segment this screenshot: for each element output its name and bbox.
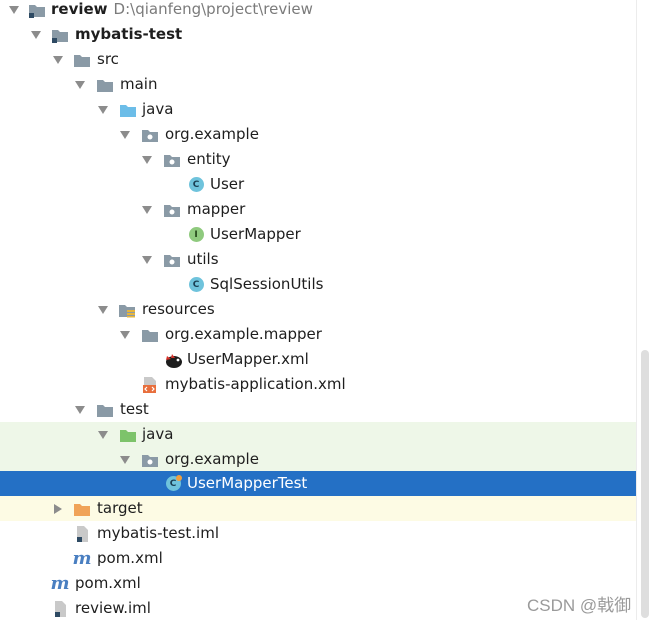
tree-row-label: main (120, 75, 158, 93)
watermark: CSDN @戟御 (527, 596, 632, 615)
iml-file-icon (73, 525, 91, 543)
tree-row-label: org.example.mapper (165, 325, 322, 343)
tree-row-root-pom-xml[interactable]: m pom.xml (0, 571, 636, 596)
expand-arrow-icon[interactable] (96, 428, 110, 442)
tree-row-label: pom.xml (75, 574, 141, 592)
tree-row-mybatis-test[interactable]: mybatis-test (0, 22, 636, 47)
source-folder-icon (119, 101, 137, 119)
folder-icon (141, 326, 159, 344)
expand-arrow-icon[interactable] (140, 253, 154, 267)
tree-row-label: SqlSessionUtils (210, 275, 324, 293)
expand-arrow-icon[interactable] (118, 328, 132, 342)
expand-arrow-icon[interactable] (96, 303, 110, 317)
tree-row-label: UserMapper.xml (187, 350, 309, 368)
tree-row-main[interactable]: main (0, 72, 636, 97)
folder-icon (96, 401, 114, 419)
iml-file-icon (51, 600, 69, 618)
tree-row-mybatis-application-xml[interactable]: mybatis-application.xml (0, 372, 636, 397)
tree-row-usermapper-xml[interactable]: UserMapper.xml (0, 347, 636, 372)
tree-row-label: utils (187, 250, 219, 268)
tree-row-mybatis-test-iml[interactable]: mybatis-test.iml (0, 521, 636, 546)
tree-row-label: pom.xml (97, 549, 163, 567)
tree-row-label: java (142, 100, 174, 118)
maven-icon: m (72, 547, 92, 569)
maven-icon: m (50, 572, 70, 594)
package-icon (163, 151, 181, 169)
collapsed-arrow-icon[interactable] (51, 502, 65, 516)
module-folder-icon (51, 26, 69, 44)
tree-row-java-test[interactable]: java (0, 422, 636, 447)
tree-row-resources[interactable]: resources (0, 297, 636, 322)
expand-arrow-icon[interactable] (29, 28, 43, 42)
tree-row-review-iml[interactable]: review.iml (0, 596, 636, 621)
tree-row-usermapper-interface[interactable]: I UserMapper (0, 222, 636, 247)
folder-icon (96, 76, 114, 94)
tree-row-utils[interactable]: utils (0, 247, 636, 272)
tree-row-label: java (142, 425, 174, 443)
tree-row-label: mapper (187, 200, 246, 218)
tree-row-org-example-test[interactable]: org.example (0, 447, 636, 472)
package-icon (163, 251, 181, 269)
tree-row-java-source[interactable]: java (0, 97, 636, 122)
tree-row-org-example[interactable]: org.example (0, 122, 636, 147)
expand-arrow-icon[interactable] (140, 153, 154, 167)
tree-row-label: entity (187, 150, 231, 168)
interface-icon: I (187, 226, 205, 244)
tree-row-label: mybatis-test.iml (97, 524, 219, 542)
expand-arrow-icon[interactable] (118, 128, 132, 142)
tree-row-sqlsessionutils-class[interactable]: C SqlSessionUtils (0, 272, 636, 297)
resources-folder-icon (118, 301, 136, 319)
tree-row-user-class[interactable]: C User (0, 172, 636, 197)
tree-row-target[interactable]: target (0, 496, 636, 521)
xml-file-icon (141, 376, 159, 394)
class-icon: C (187, 276, 205, 294)
tree-row-label: src (97, 50, 119, 68)
tree-row-label: resources (142, 300, 215, 318)
package-icon (141, 451, 159, 469)
package-icon (141, 126, 159, 144)
tree-row-label: mybatis-test (75, 25, 183, 43)
module-path: D:\qianfeng\project\review (113, 0, 313, 18)
folder-icon (73, 51, 91, 69)
class-icon: C (187, 176, 205, 194)
expand-arrow-icon[interactable] (140, 203, 154, 217)
tree-row-mapper[interactable]: mapper (0, 197, 636, 222)
expand-arrow-icon[interactable] (73, 403, 87, 417)
excluded-folder-icon (73, 500, 91, 518)
tree-row-usermappertest-selected[interactable]: C UserMapperTest (0, 471, 636, 496)
tree-row-label: review.iml (75, 599, 151, 617)
tree-row-entity[interactable]: entity (0, 147, 636, 172)
tree-row-label: mybatis-application.xml (165, 375, 346, 393)
tree-row-test[interactable]: test (0, 397, 636, 422)
expand-arrow-icon[interactable] (73, 78, 87, 92)
tree-row-label: org.example (165, 125, 259, 143)
tree-row-label: test (120, 400, 149, 418)
tree-row-label: org.example (165, 450, 259, 468)
expand-arrow-icon[interactable] (7, 3, 21, 17)
test-class-icon: C (164, 474, 182, 493)
tree-row-module-pom-xml[interactable]: m pom.xml (0, 546, 636, 571)
expand-arrow-icon[interactable] (96, 103, 110, 117)
tree-row-label: UserMapper (210, 225, 301, 243)
expand-arrow-icon[interactable] (118, 453, 132, 467)
module-folder-icon (28, 1, 46, 19)
test-folder-icon (119, 426, 137, 444)
tree-row-label: UserMapperTest (187, 474, 308, 492)
tree-row-org-example-mapper[interactable]: org.example.mapper (0, 322, 636, 347)
tree-row-src[interactable]: src (0, 47, 636, 72)
tree-row-label: target (97, 499, 143, 517)
expand-arrow-icon[interactable] (51, 53, 65, 67)
mybatis-bird-icon (164, 351, 182, 369)
tree-row-label: User (210, 175, 245, 193)
scrollbar-thumb[interactable] (641, 350, 649, 618)
package-icon (163, 201, 181, 219)
